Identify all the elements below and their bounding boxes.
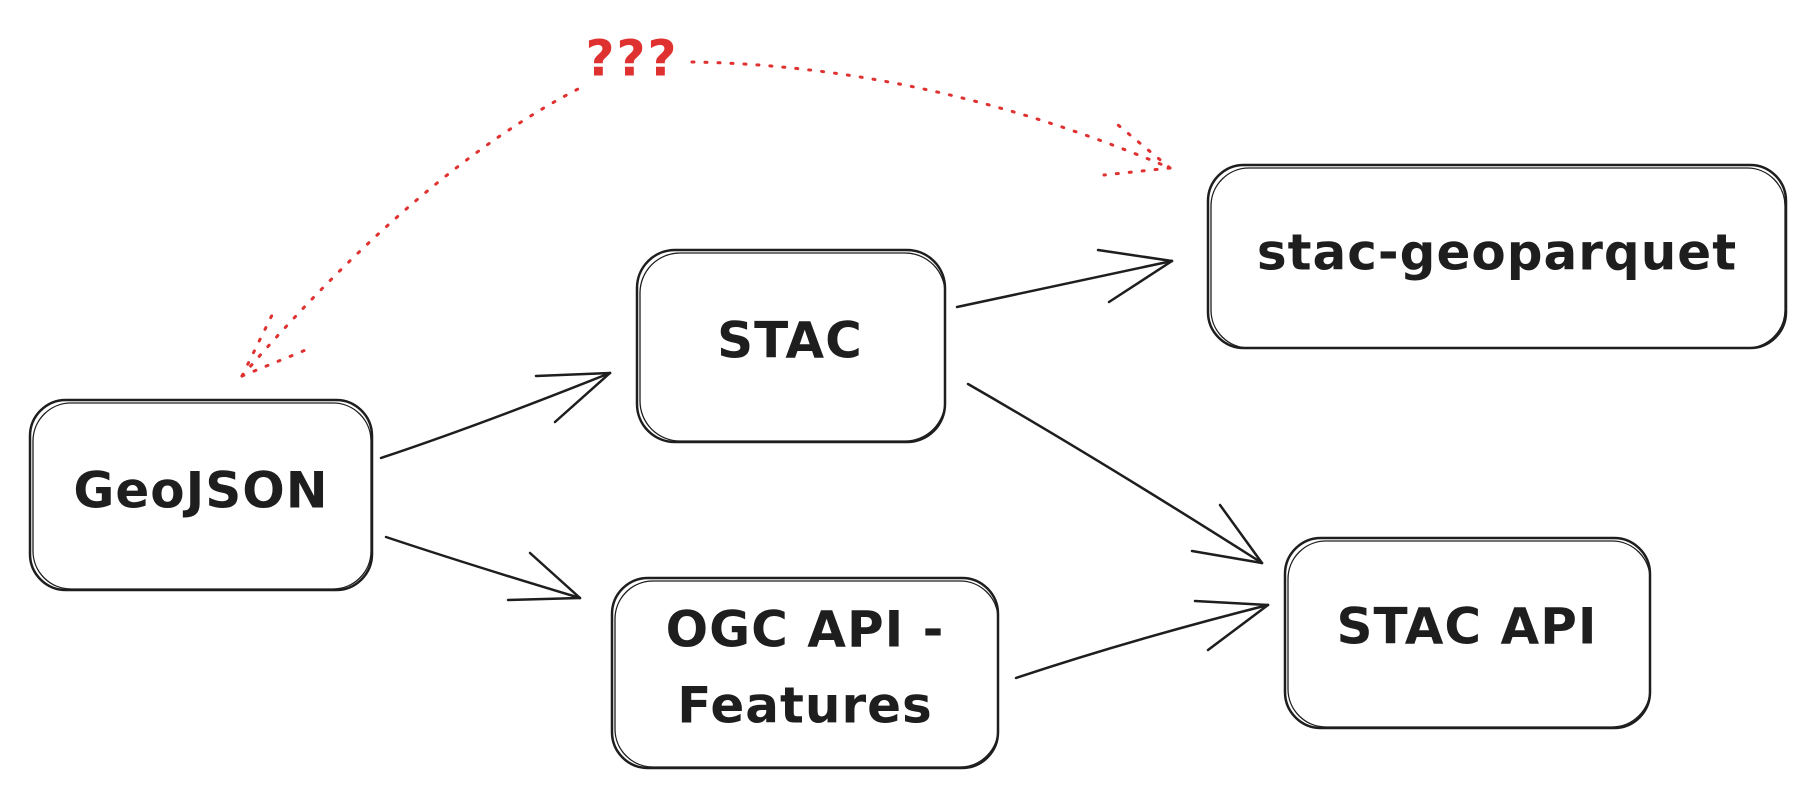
node-stac-api[interactable]: STAC API (1283, 536, 1652, 730)
node-ogc-label-line1: OGC API - (666, 601, 945, 659)
arrow-stac-to-stac-geoparquet-head-top (1096, 248, 1174, 263)
uncertain-link-head-right-a (1116, 123, 1172, 170)
node-stac-box-sketch (639, 252, 946, 442)
node-stac[interactable]: STAC (635, 248, 947, 444)
node-geojson-box (28, 398, 374, 592)
uncertain-link-path-left (240, 86, 582, 378)
arrow-ogc-to-stac-api-shaft (1014, 603, 1270, 680)
arrow-stac-to-stac-api (966, 382, 1264, 565)
uncertain-link-head-left-a (240, 305, 278, 378)
node-stac-api-label: STAC API (1337, 598, 1598, 656)
arrow-geojson-to-stac-shaft (379, 371, 612, 460)
node-stac-geoparquet[interactable]: stac-geoparquet (1206, 163, 1788, 350)
arrow-stac-to-stac-api-head-bottom (1190, 549, 1264, 565)
uncertain-link-label: ??? (585, 30, 678, 88)
node-stac-geoparquet-box-sketch (1210, 167, 1786, 349)
arrow-ogc-to-stac-api-head-bottom (1206, 603, 1270, 652)
node-stac-geoparquet-label: stac-geoparquet (1257, 224, 1737, 282)
arrow-geojson-to-ogc-head-top (528, 551, 582, 600)
arrow-stac-to-stac-geoparquet (955, 248, 1174, 309)
arrow-stac-to-stac-geoparquet-head-bottom (1107, 259, 1174, 304)
arrow-stac-to-stac-api-shaft (966, 382, 1264, 565)
uncertain-link-path-right (690, 60, 1172, 170)
node-ogc-label-line2: Features (677, 677, 933, 735)
arrow-geojson-to-stac-head-bottom (553, 371, 612, 424)
arrow-geojson-to-ogc-head-bottom (506, 596, 582, 602)
arrow-geojson-to-ogc (384, 535, 582, 602)
arrow-stac-to-stac-geoparquet-shaft (955, 259, 1174, 309)
node-geojson[interactable]: GeoJSON (28, 398, 374, 592)
uncertain-link (240, 60, 1172, 378)
node-geojson-label: GeoJSON (73, 462, 328, 520)
uncertain-link-head-right-b (1102, 166, 1172, 177)
node-stac-label: STAC (717, 312, 863, 370)
arrow-geojson-to-stac (379, 371, 612, 460)
arrow-ogc-to-stac-api-head-top (1193, 599, 1270, 607)
node-ogc-box-sketch (614, 580, 999, 768)
node-geojson-box-sketch (32, 402, 372, 590)
node-ogc-api-features[interactable]: OGC API - Features (610, 576, 1000, 770)
arrow-stac-to-stac-api-head-top (1218, 503, 1264, 565)
arrow-geojson-to-ogc-shaft (384, 535, 582, 600)
uncertain-link-head-left-b (240, 345, 315, 378)
arrow-geojson-to-stac-head-top (534, 371, 612, 378)
arrow-ogc-to-stac-api (1014, 599, 1270, 680)
node-stac-api-box-sketch (1287, 540, 1651, 728)
